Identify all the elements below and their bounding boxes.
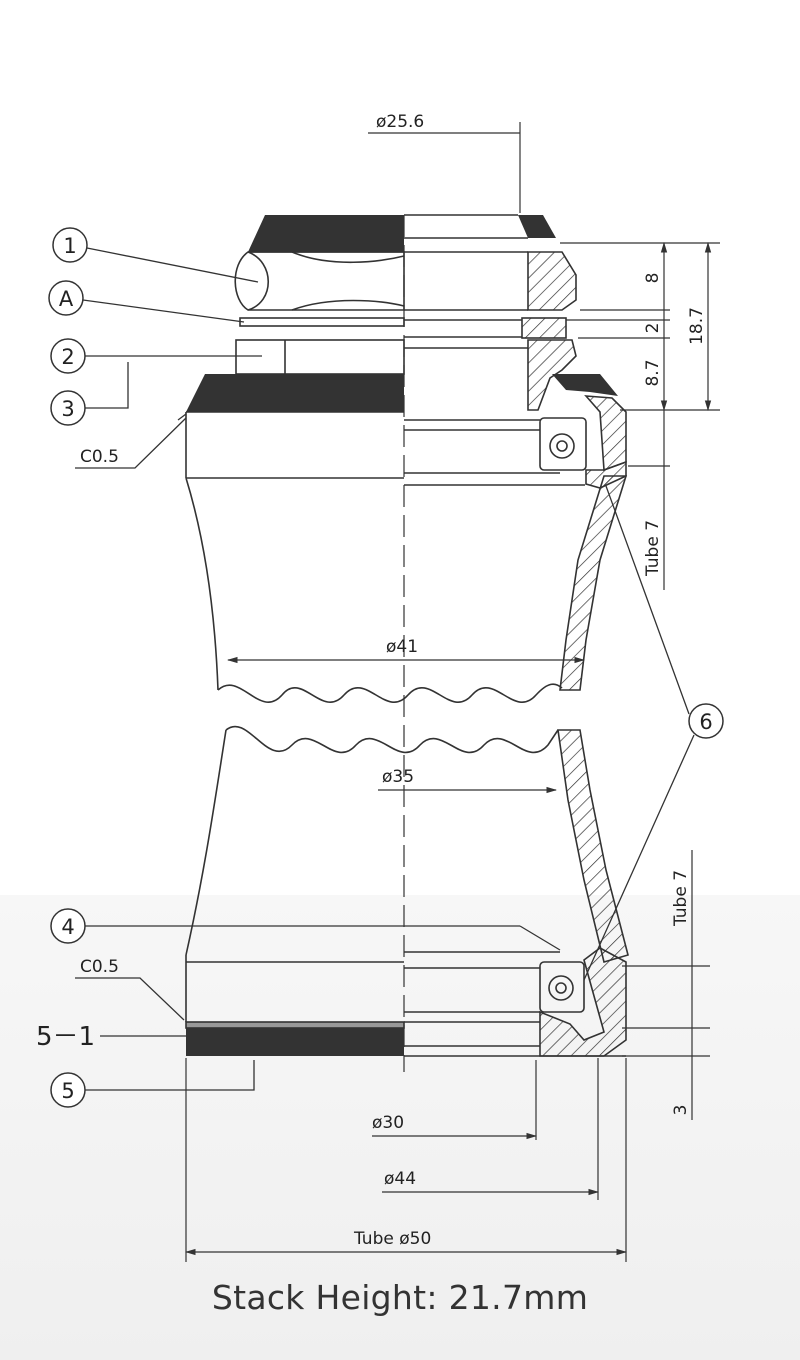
head-tube-lower-wall	[557, 729, 629, 964]
top-bearing-ball	[549, 433, 575, 459]
top-cap-right	[518, 215, 556, 238]
break-line-upper	[217, 683, 563, 703]
callout-a: A	[59, 287, 74, 311]
top-seal	[186, 374, 404, 412]
top-seal-right	[552, 374, 618, 396]
background-panel	[0, 895, 800, 1360]
washer-a	[239, 317, 405, 327]
dim-height-3: 3	[671, 1105, 691, 1116]
callout-3: 3	[61, 397, 74, 421]
head-tube-upper-wall	[559, 475, 628, 691]
top-cap	[248, 215, 404, 252]
locknut	[234, 251, 405, 311]
top-bearing	[539, 417, 587, 471]
stack-height-caption: Stack Height: 21.7mm	[211, 1278, 589, 1317]
crown-race-top-strip	[185, 1021, 405, 1029]
dim-diameter-41: ø41	[386, 637, 418, 657]
dim-chamfer-bottom: C0.5	[80, 957, 119, 977]
head-tube-lower-left	[185, 729, 227, 956]
callout-1: 1	[63, 234, 76, 258]
dim-chamfer-top: C0.5	[80, 447, 119, 467]
callout-circle-6	[688, 703, 724, 739]
dim-tube-7-bottom: Tube 7	[671, 870, 691, 927]
dim-diameter-30: ø30	[372, 1113, 404, 1133]
dim-height-18-7: 18.7	[687, 307, 707, 345]
callout-4: 4	[61, 915, 74, 939]
break-line-lower	[225, 725, 559, 754]
dim-diameter-35: ø35	[382, 767, 414, 787]
locknut-section	[527, 251, 577, 311]
callout-2: 2	[61, 345, 74, 369]
callout-circle-1	[52, 227, 88, 263]
bottom-bearing	[539, 961, 585, 1013]
dim-tube-diameter-50: Tube ø50	[353, 1229, 431, 1249]
callout-6: 6	[699, 710, 712, 734]
dim-diameter-44: ø44	[384, 1169, 416, 1189]
top-race	[235, 339, 405, 375]
dim-height-8-7: 8.7	[643, 359, 663, 386]
callout-5: 5	[61, 1079, 74, 1103]
top-cup-section	[584, 395, 627, 472]
dim-height-8: 8	[643, 273, 663, 284]
dim-height-2: 2	[643, 323, 663, 334]
callout-circle-a	[48, 280, 84, 316]
dim-diameter-25-6: ø25.6	[376, 112, 424, 132]
crown-race	[186, 1028, 404, 1056]
bottom-bearing-ball	[548, 975, 574, 1001]
dim-tube-7-top: Tube 7	[643, 520, 663, 577]
head-tube-upper-left	[185, 477, 219, 691]
callout-5-1: 5－1	[36, 1022, 95, 1052]
